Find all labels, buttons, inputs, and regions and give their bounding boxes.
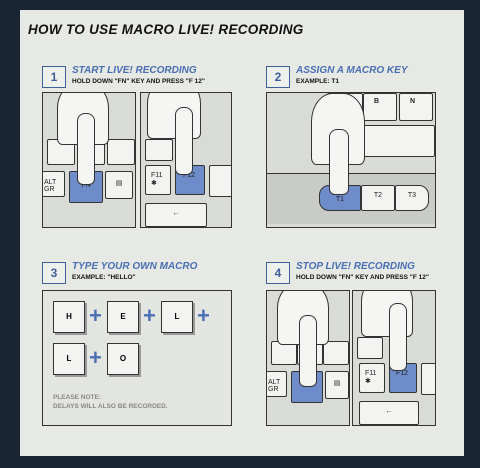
plus-sign: + [143, 303, 156, 328]
key [145, 139, 173, 161]
plus-sign: + [197, 303, 210, 328]
key [421, 363, 435, 395]
step-number: 3 [42, 262, 66, 284]
key [209, 165, 231, 197]
step-title: STOP LIVE! RECORDING [296, 261, 415, 272]
menu-key: ▤ [325, 371, 349, 399]
l-key: L [53, 343, 85, 375]
plus-sign: + [89, 303, 102, 328]
key-label: ALT GR [268, 379, 281, 393]
l-key: L [161, 301, 193, 333]
t2-key: T2 [361, 185, 395, 211]
pointing-finger [329, 129, 349, 195]
f11-key: F11✱ [359, 363, 385, 393]
step-subtitle: HOLD DOWN "FN" KEY AND PRESS "F 12" [296, 274, 429, 281]
step-subtitle: EXAMPLE: "HELLO" [72, 274, 136, 281]
step-number: 4 [266, 262, 290, 284]
step-title: START LIVE! RECORDING [72, 65, 197, 76]
backspace-key: ← [145, 203, 207, 227]
step-subtitle: EXAMPLE: T1 [296, 78, 339, 85]
key-label: T3 [407, 192, 417, 199]
key-label: E [120, 312, 126, 321]
key-label: F11 [151, 172, 163, 179]
step-1-illustration-right: F11✱ F12 ← [140, 92, 232, 228]
step-subtitle: HOLD DOWN "FN" KEY AND PRESS "F 12" [72, 78, 205, 85]
b-key: B [363, 93, 397, 121]
step-3-illustration: H + E + L + L + O PLEASE NOTE: DELAYS WI… [42, 290, 232, 426]
plus-sign: + [89, 345, 102, 370]
pointing-finger [389, 303, 407, 371]
h-key: H [53, 301, 85, 333]
note-heading: PLEASE NOTE: [53, 394, 102, 401]
o-key: O [107, 343, 139, 375]
delay-note: PLEASE NOTE: DELAYS WILL ALSO BE RECORDE… [53, 393, 168, 411]
step-number: 1 [42, 66, 66, 88]
e-key: E [107, 301, 139, 333]
key [357, 337, 383, 359]
menu-key: ▤ [105, 171, 133, 199]
page-title: HOW TO USE MACRO LIVE! RECORDING [28, 22, 304, 37]
key-label: F12 [183, 172, 196, 179]
n-key: N [399, 93, 433, 121]
key [107, 139, 135, 165]
t3-key: T3 [395, 185, 429, 211]
step-2-illustration: B N T1 T2 T3 [266, 92, 436, 228]
pointing-finger [77, 113, 95, 185]
key [323, 341, 349, 365]
key-label: ALT GR [44, 179, 57, 193]
step-4-illustration-right: F11✱ F12 ← [352, 290, 436, 426]
key-label: L [66, 354, 72, 363]
step-title: TYPE YOUR OWN MACRO [72, 261, 198, 272]
step-title: ASSIGN A MACRO KEY [296, 65, 408, 76]
key-label: L [174, 312, 180, 321]
step-4-illustration-left: ALT GR FN ▤ [266, 290, 350, 426]
key-label: F12 [396, 370, 409, 377]
pointing-finger [175, 107, 193, 175]
pointing-finger [299, 315, 317, 387]
step-1-illustration-left: ALT GR FN ▤ [42, 92, 136, 228]
alt-gr-key: ALT GR [43, 171, 65, 197]
key-label: B [374, 98, 380, 105]
step-number: 2 [266, 66, 290, 88]
key-label: T1 [335, 196, 345, 203]
note-text: DELAYS WILL ALSO BE RECORDED. [53, 403, 168, 410]
backspace-key: ← [359, 401, 419, 425]
key-label: O [119, 354, 127, 363]
key-label: FN [81, 182, 91, 189]
key-label: N [410, 98, 416, 105]
alt-gr-key: ALT GR [267, 371, 287, 397]
key-label: F11 [365, 370, 377, 377]
key-label: T2 [373, 192, 383, 199]
key-label: H [66, 312, 72, 321]
f11-key: F11✱ [145, 165, 171, 195]
